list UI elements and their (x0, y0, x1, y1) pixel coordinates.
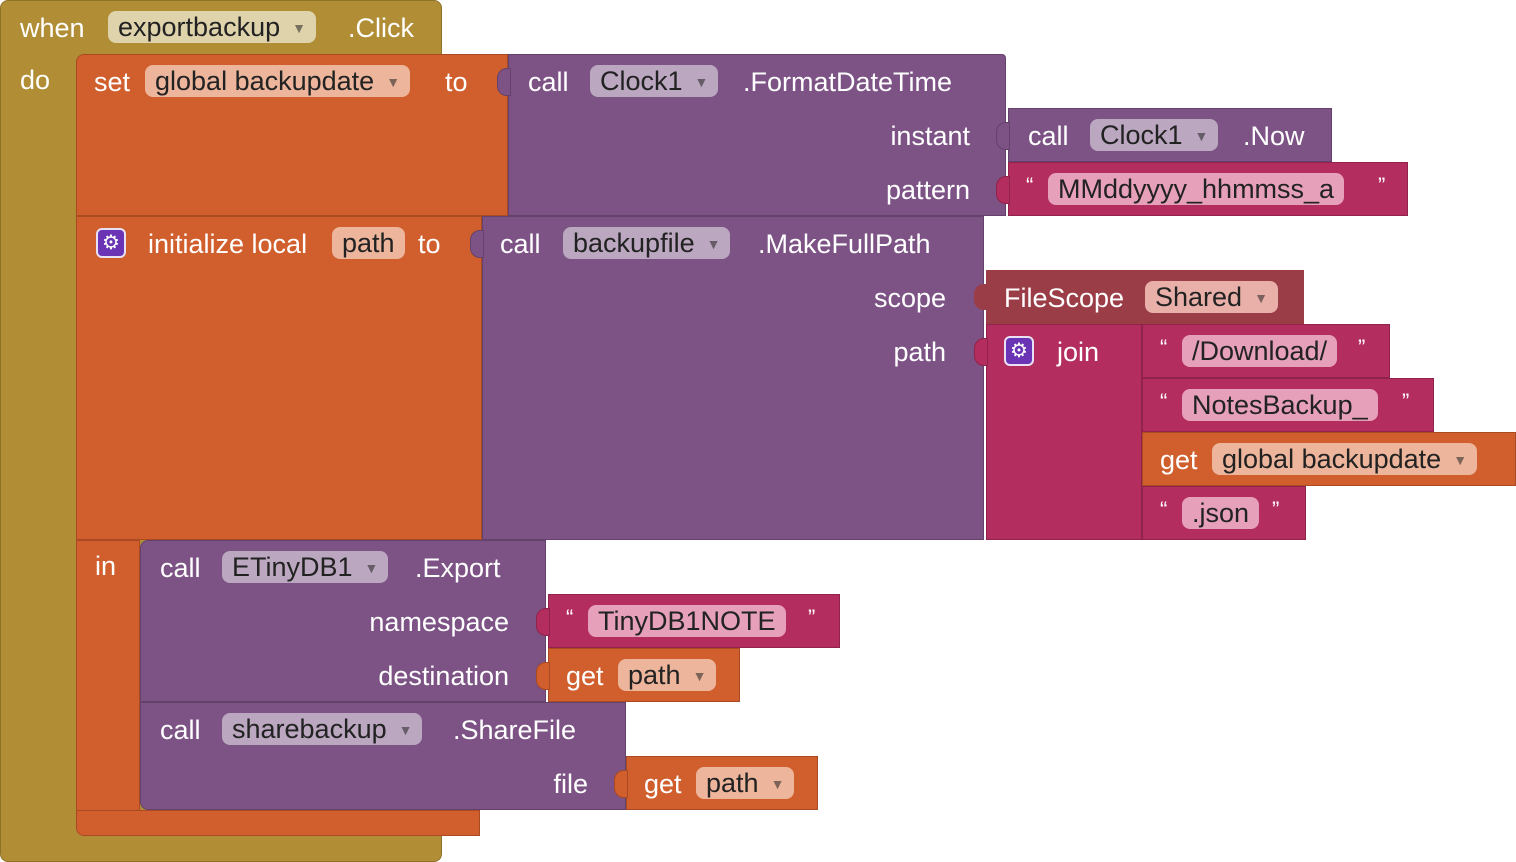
get-label: get (644, 769, 682, 799)
destination-label: destination (378, 661, 509, 691)
do-label: do (20, 65, 51, 95)
socket-notch (996, 176, 1010, 204)
export-method-label: .Export (415, 553, 501, 583)
path-label: path (893, 337, 946, 367)
format-call-label: call (528, 67, 569, 97)
open-quote: “ (1160, 497, 1168, 522)
makefullpath-call-block[interactable] (482, 216, 984, 540)
get-variable-dropdown[interactable]: global backupdate ▼ (1212, 443, 1478, 475)
file-variable-dropdown[interactable]: path ▼ (696, 767, 795, 799)
filescope-dropdown[interactable]: Shared ▼ (1145, 281, 1278, 313)
namespace-text-field[interactable]: TinyDB1NOTE (588, 605, 786, 637)
local-name-value: path (342, 228, 395, 258)
initialize-local-block[interactable] (76, 216, 482, 540)
destination-variable-value: path (628, 660, 681, 690)
local-name-field[interactable]: path (332, 227, 405, 259)
close-quote: ” (1402, 389, 1410, 414)
makepath-component-value: backupfile (573, 228, 695, 258)
socket-notch (497, 68, 511, 96)
event-name-label: .Click (348, 13, 414, 43)
socket-notch (470, 230, 484, 258)
close-quote: ” (1378, 173, 1386, 198)
socket-notch (996, 122, 1010, 150)
makepath-component-dropdown[interactable]: backupfile ▼ (563, 227, 731, 259)
file-label: file (553, 769, 588, 799)
set-label: set (94, 67, 131, 97)
mutator-gear-icon[interactable]: ⚙ (96, 228, 126, 258)
dropdown-arrow-icon: ▼ (692, 668, 707, 684)
join-label: join (1057, 337, 1100, 367)
dropdown-arrow-icon: ▼ (1453, 452, 1468, 468)
export-call-label: call (160, 553, 201, 583)
export-component-dropdown[interactable]: ETinyDB1 ▼ (222, 551, 389, 583)
share-component-value: sharebackup (232, 714, 387, 744)
open-quote: “ (1026, 173, 1034, 198)
dropdown-arrow-icon: ▼ (1254, 290, 1268, 306)
get-label: get (1160, 445, 1198, 475)
set-variable-dropdown[interactable]: global backupdate ▼ (145, 65, 411, 97)
pattern-text-field[interactable]: MMddyyyy_hhmmss_a (1048, 173, 1345, 205)
dropdown-arrow-icon: ▼ (1194, 128, 1209, 144)
instant-label: instant (890, 121, 970, 151)
set-to-label: to (445, 67, 468, 97)
share-component-dropdown[interactable]: sharebackup ▼ (222, 713, 423, 745)
socket-notch (974, 338, 988, 366)
format-component-value: Clock1 (600, 66, 683, 96)
initialize-local-left-arm (76, 540, 140, 816)
dropdown-arrow-icon: ▼ (398, 722, 413, 738)
makepath-method-label: .MakeFullPath (758, 229, 931, 259)
when-label: when (20, 13, 85, 43)
get-label: get (566, 661, 604, 691)
open-quote: “ (1160, 389, 1168, 414)
close-quote: ” (1358, 335, 1366, 360)
dropdown-arrow-icon: ▼ (364, 560, 379, 576)
dropdown-arrow-icon: ▼ (770, 776, 785, 792)
format-component-dropdown[interactable]: Clock1 ▼ (590, 65, 719, 97)
now-method-label: .Now (1243, 121, 1305, 151)
now-component-value: Clock1 (1100, 120, 1183, 150)
namespace-label: namespace (369, 607, 509, 637)
socket-notch (536, 662, 550, 690)
format-method-label: .FormatDateTime (743, 67, 953, 97)
get-variable-value: global backupdate (1222, 444, 1442, 474)
export-component-value: ETinyDB1 (232, 552, 353, 582)
dropdown-arrow-icon: ▼ (706, 236, 721, 252)
event-component-dropdown[interactable]: exportbackup ▼ (108, 11, 316, 43)
dropdown-arrow-icon: ▼ (386, 74, 401, 90)
close-quote: ” (808, 605, 816, 630)
join-text-field-json[interactable]: .json (1182, 497, 1260, 529)
join-text-field-download[interactable]: /Download/ (1182, 335, 1338, 367)
initialize-local-bottom-bar (76, 810, 480, 836)
join-text-field-notesbackup[interactable]: NotesBackup_ (1182, 389, 1378, 421)
close-quote: ” (1272, 497, 1280, 522)
share-method-label: .ShareFile (453, 715, 577, 745)
makepath-call-label: call (500, 229, 541, 259)
filescope-value: Shared (1155, 282, 1243, 312)
dropdown-arrow-icon: ▼ (694, 74, 709, 90)
event-component-value: exportbackup (118, 12, 281, 42)
init-local-label: initialize local (148, 229, 308, 259)
destination-variable-dropdown[interactable]: path ▼ (618, 659, 717, 691)
file-variable-value: path (706, 768, 759, 798)
filescope-label: FileScope (1004, 283, 1125, 313)
in-label: in (95, 551, 117, 581)
now-call-label: call (1028, 121, 1069, 151)
scope-label: scope (873, 283, 946, 313)
open-quote: “ (566, 605, 574, 630)
dropdown-arrow-icon: ▼ (292, 20, 306, 36)
socket-notch (536, 608, 550, 636)
mutator-gear-icon[interactable]: ⚙ (1004, 336, 1034, 366)
now-component-dropdown[interactable]: Clock1 ▼ (1090, 119, 1219, 151)
pattern-label: pattern (885, 175, 970, 205)
socket-notch (614, 770, 628, 798)
share-call-label: call (160, 715, 201, 745)
set-variable-value: global backupdate (155, 66, 375, 96)
init-to-label: to (418, 229, 441, 259)
open-quote: “ (1160, 335, 1168, 360)
socket-notch (974, 284, 986, 310)
